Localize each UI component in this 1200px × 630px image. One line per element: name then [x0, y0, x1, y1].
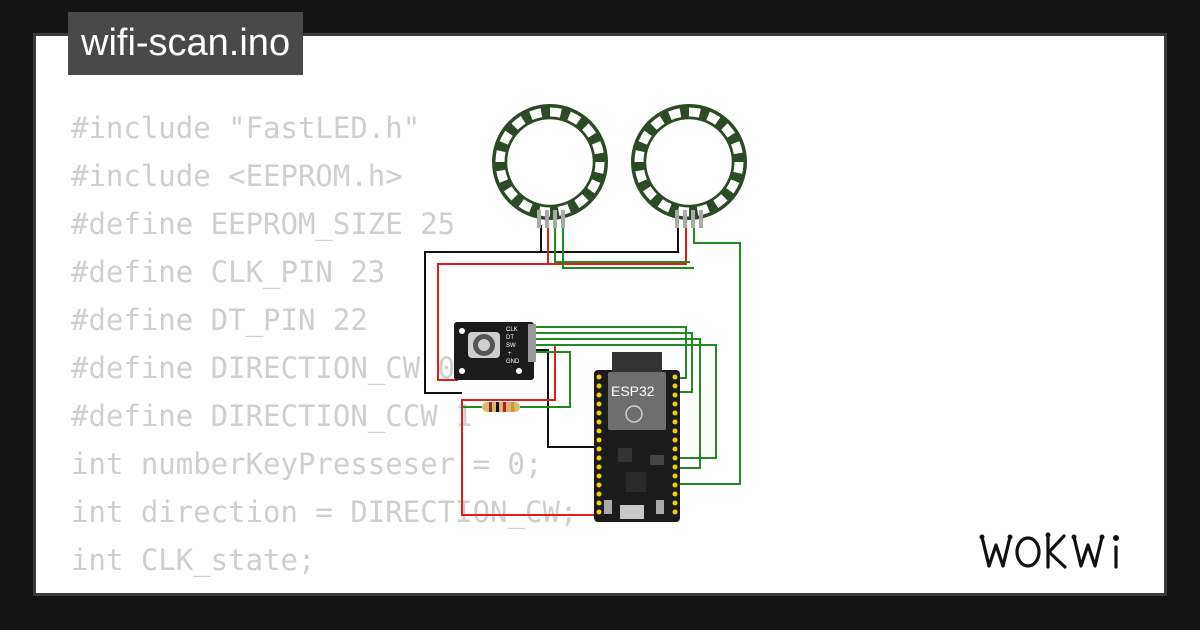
- code-line: #define CLK_PIN 23: [71, 255, 386, 289]
- wire-sw2[interactable]: [532, 344, 717, 459]
- code-line: #include "FastLED.h": [71, 111, 421, 145]
- led-ring-1[interactable]: [492, 104, 608, 228]
- wire-data-ring1[interactable]: [554, 225, 690, 263]
- code-line: #define EEPROM_SIZE 25: [71, 207, 456, 241]
- encoder-pin-dt: DT: [506, 335, 514, 341]
- esp32-pin-headers: [596, 374, 678, 515]
- wire-resistor[interactable]: [520, 351, 571, 408]
- rotary-encoder[interactable]: CLK DT SW + GND: [454, 322, 536, 380]
- wire-data-ring2[interactable]: [678, 225, 741, 485]
- encoder-pin-clk: CLK: [506, 327, 518, 333]
- code-line: int numberKeyPresseser = 0;: [71, 447, 543, 481]
- wire-gnd-ring1[interactable]: [424, 225, 542, 394]
- encoder-pin-gnd: GND: [506, 359, 520, 365]
- led-ring-2[interactable]: [631, 104, 747, 228]
- wire-data-ring-chain[interactable]: [562, 225, 694, 269]
- code-line: #include <EEPROM.h>: [71, 159, 403, 193]
- wire-vcc-ring2[interactable]: [548, 225, 687, 265]
- code-line: #define DT_PIN 22: [71, 303, 368, 337]
- code-line: #define DIRECTION_CCW 1: [71, 399, 473, 433]
- wire-clk[interactable]: [532, 326, 687, 379]
- encoder-pin-sw: SW: [506, 343, 516, 349]
- code-editor[interactable]: #include "FastLED.h" #include <EEPROM.h> #…: [71, 104, 578, 593]
- wire-dt[interactable]: [532, 332, 693, 393]
- wires: [424, 225, 741, 516]
- wokwi-logo: [979, 532, 1119, 569]
- code-line: int prev_CLK_state;: [71, 584, 577, 593]
- wire-vcc-ring1[interactable]: [437, 225, 549, 381]
- wire-gnd-ring2[interactable]: [541, 225, 679, 253]
- sketch-title: wifi-scan.ino: [68, 12, 304, 75]
- code-line: int direction = DIRECTION_CW;: [71, 495, 578, 529]
- resistor[interactable]: [482, 402, 520, 412]
- code-line: int CLK_state;: [71, 543, 316, 577]
- wire-gnd-encoder[interactable]: [532, 349, 600, 448]
- esp32-label: ESP32: [611, 383, 655, 399]
- wire-sw[interactable]: [532, 338, 701, 469]
- encoder-pin-vcc: +: [508, 351, 512, 357]
- esp32-board[interactable]: ESP32: [594, 352, 680, 522]
- code-line: #define DIRECTION_CW 0: [71, 351, 456, 385]
